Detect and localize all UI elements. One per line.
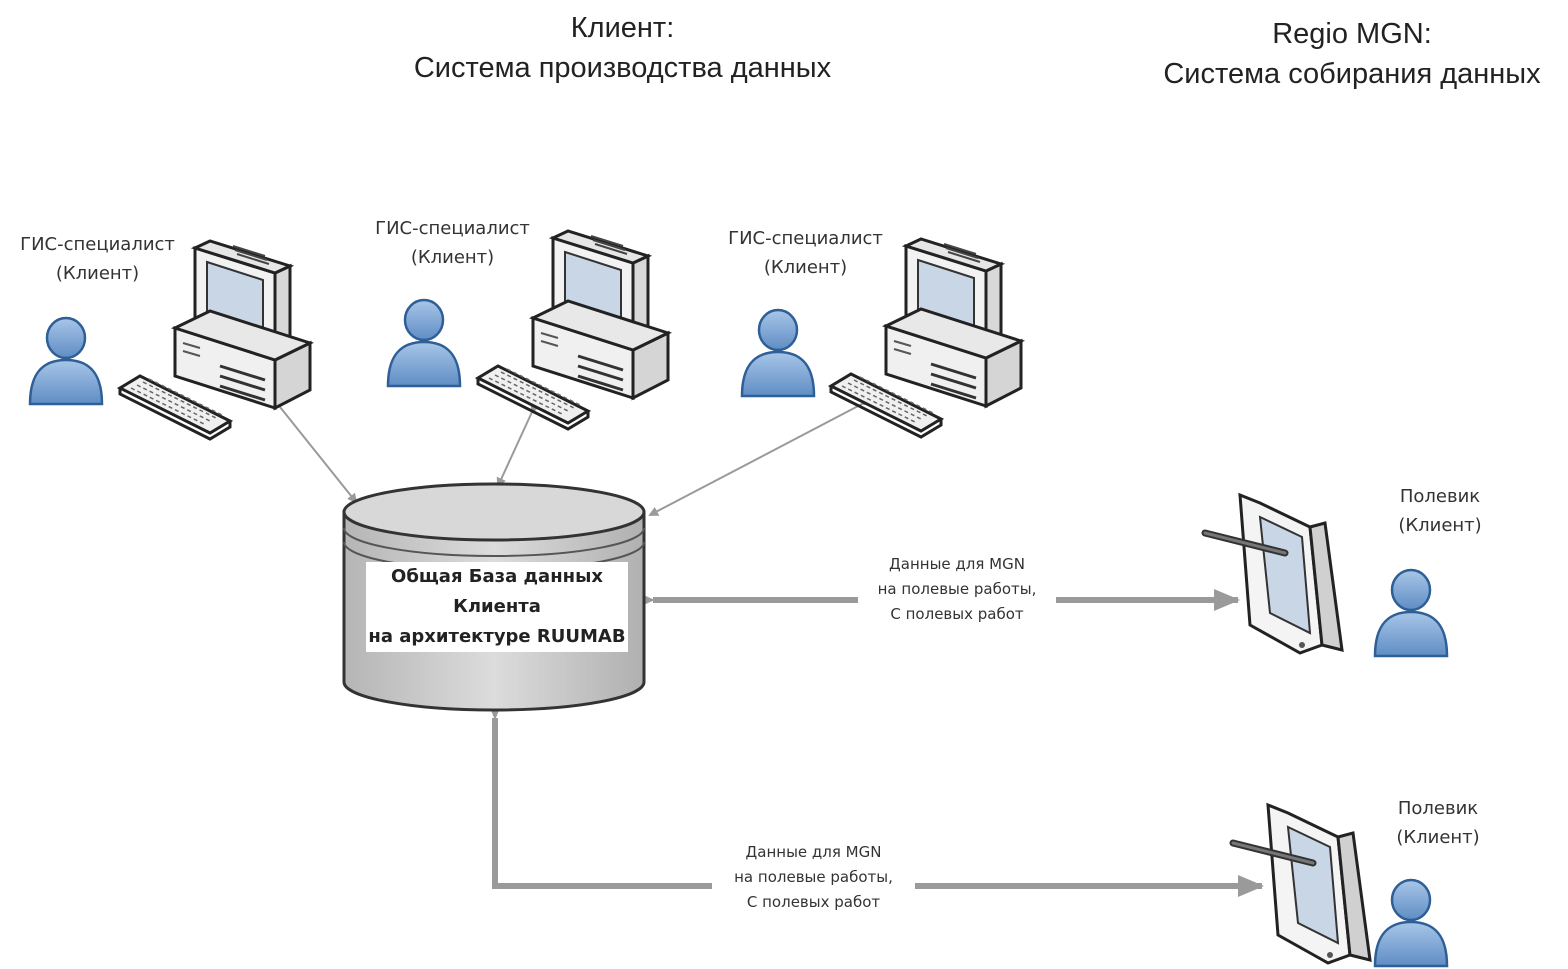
heading-client-line1: Клиент: bbox=[570, 12, 675, 44]
database-label-line1: Общая База данных bbox=[391, 566, 603, 587]
flow-label-line3: С полевых работ bbox=[746, 893, 881, 911]
database-label-line3: на архитектуре RUUMAB bbox=[368, 626, 626, 647]
person-icon bbox=[386, 298, 462, 388]
field-worker-label: Полевик (Клиент) bbox=[1370, 482, 1510, 540]
gis-specialist-role: (Клиент) bbox=[763, 257, 848, 278]
database-label: Общая База данных Клиента на архитектуре… bbox=[366, 562, 628, 652]
gis-specialist-title: ГИС-специалист bbox=[728, 228, 883, 249]
field-worker-role: (Клиент) bbox=[1398, 515, 1482, 536]
field-worker-label: Полевик (Клиент) bbox=[1368, 794, 1508, 852]
gis-specialist-role: (Клиент) bbox=[55, 263, 140, 284]
flow-arrow-2 bbox=[484, 694, 1264, 897]
flow-label: Данные для MGN на полевые работы, С поле… bbox=[712, 840, 915, 915]
connector-computer-3-db bbox=[648, 395, 872, 516]
gis-specialist-label: ГИС-специалист (Клиент) bbox=[5, 230, 190, 288]
flow-label-line2: на полевые работы, bbox=[877, 580, 1037, 598]
connector-computer-2-db bbox=[496, 402, 540, 488]
heading-regio-line2: Система собирания данных bbox=[1163, 58, 1541, 90]
field-worker-title: Полевик bbox=[1399, 486, 1481, 507]
heading-regio: Regio MGN: Система собирания данных bbox=[1138, 14, 1566, 94]
person-icon bbox=[1373, 878, 1449, 968]
flow-label-line2: на полевые работы, bbox=[734, 868, 893, 886]
gis-specialist-title: ГИС-специалист bbox=[375, 218, 530, 239]
gis-specialist-role: (Клиент) bbox=[410, 247, 495, 268]
flow-label: Данные для MGN на полевые работы, С поле… bbox=[858, 552, 1056, 627]
gis-specialist-label: ГИС-специалист (Клиент) bbox=[713, 224, 898, 282]
flow-label-line1: Данные для MGN bbox=[745, 843, 882, 861]
connector-computer-1-db bbox=[259, 382, 358, 504]
flow-label-line3: С полевых работ bbox=[890, 605, 1024, 623]
gis-specialist-title: ГИС-специалист bbox=[20, 234, 175, 255]
person-icon bbox=[740, 308, 816, 398]
tablet-icon bbox=[1205, 495, 1342, 653]
field-worker-role: (Клиент) bbox=[1396, 827, 1480, 848]
flow-label-line1: Данные для MGN bbox=[889, 555, 1025, 573]
person-icon bbox=[1373, 568, 1449, 658]
person-icon bbox=[28, 316, 104, 406]
heading-regio-line1: Regio MGN: bbox=[1272, 18, 1432, 50]
database-label-line2: Клиента bbox=[453, 596, 541, 617]
heading-client-line2: Система производства данных bbox=[413, 52, 832, 84]
gis-specialist-label: ГИС-специалист (Клиент) bbox=[360, 214, 545, 272]
heading-client: Клиент: Система производства данных bbox=[370, 8, 875, 88]
field-worker-title: Полевик bbox=[1397, 798, 1479, 819]
